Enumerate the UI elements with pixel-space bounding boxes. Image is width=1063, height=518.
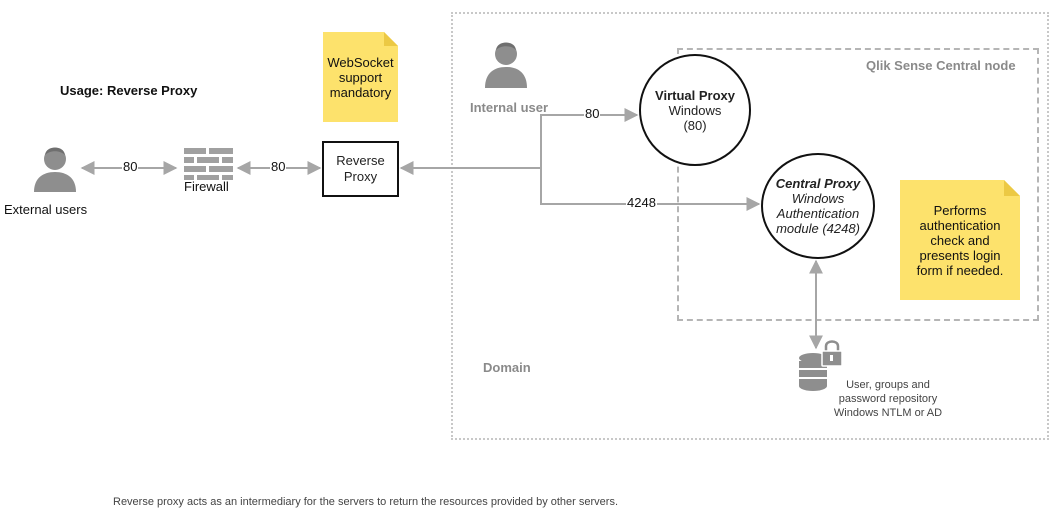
external-users-label: External users [4, 202, 88, 217]
port-label-virtual-proxy: 80 [584, 106, 601, 121]
websocket-note: WebSocket support mandatory [323, 32, 398, 122]
domain-label: Domain [483, 360, 531, 375]
virtual-proxy-title: Virtual Proxy [655, 87, 735, 103]
authentication-note-shape [900, 180, 1020, 300]
virtual-proxy-node: Virtual Proxy Windows (80) [639, 54, 751, 166]
firewall-icon [184, 148, 233, 180]
auth-note-line: presents login [919, 247, 1001, 263]
central-proxy-line2: Windows [791, 191, 845, 206]
external-user-icon [34, 147, 76, 192]
port-label-ext-firewall: 80 [122, 159, 139, 174]
virtual-proxy-auth: Windows [668, 102, 722, 118]
auth-note-line: Performs [933, 202, 987, 218]
reverse-proxy-line1: Reverse [336, 153, 385, 168]
internal-user-icon [485, 42, 527, 88]
central-proxy-line4: module (4248) [776, 221, 860, 236]
central-node-zone [677, 48, 1039, 321]
central-proxy-line3: Authentication [776, 206, 860, 221]
auth-note-line: check and [930, 232, 990, 248]
authentication-note: Performs authentication check and presen… [900, 180, 1020, 300]
domain-zone [451, 12, 1049, 440]
auth-note-line: form if needed. [916, 262, 1004, 278]
diagram-caption: Reverse proxy acts as an intermediary fo… [113, 496, 618, 508]
websocket-note-line: WebSocket [327, 54, 394, 70]
port-label-firewall-rp: 80 [270, 159, 287, 174]
reverse-proxy-node: Reverse Proxy [322, 141, 399, 197]
websocket-note-shape [323, 32, 398, 122]
central-node-label: Qlik Sense Central node [866, 58, 1016, 73]
repository-line3: Windows NTLM or AD [833, 407, 943, 419]
database-lock-icon [799, 340, 843, 391]
internal-user-label: Internal user [470, 100, 549, 115]
firewall-label: Firewall [184, 179, 229, 194]
repository-line2: password repository [838, 393, 938, 405]
reverse-proxy-line2: Proxy [343, 169, 378, 184]
websocket-note-line: mandatory [329, 84, 392, 100]
repository-label: User, groups and password repository Win… [815, 378, 961, 420]
central-proxy-title: Central Proxy [775, 176, 861, 191]
repository-line1: User, groups and [846, 379, 930, 391]
websocket-note-line: support [338, 69, 383, 85]
auth-note-line: authentication [919, 217, 1001, 233]
port-label-central-proxy: 4248 [626, 195, 657, 210]
diagram-title: Usage: Reverse Proxy [60, 83, 198, 98]
virtual-proxy-port: (80) [683, 117, 707, 133]
central-proxy-node: Central Proxy Windows Authentication mod… [761, 153, 875, 259]
